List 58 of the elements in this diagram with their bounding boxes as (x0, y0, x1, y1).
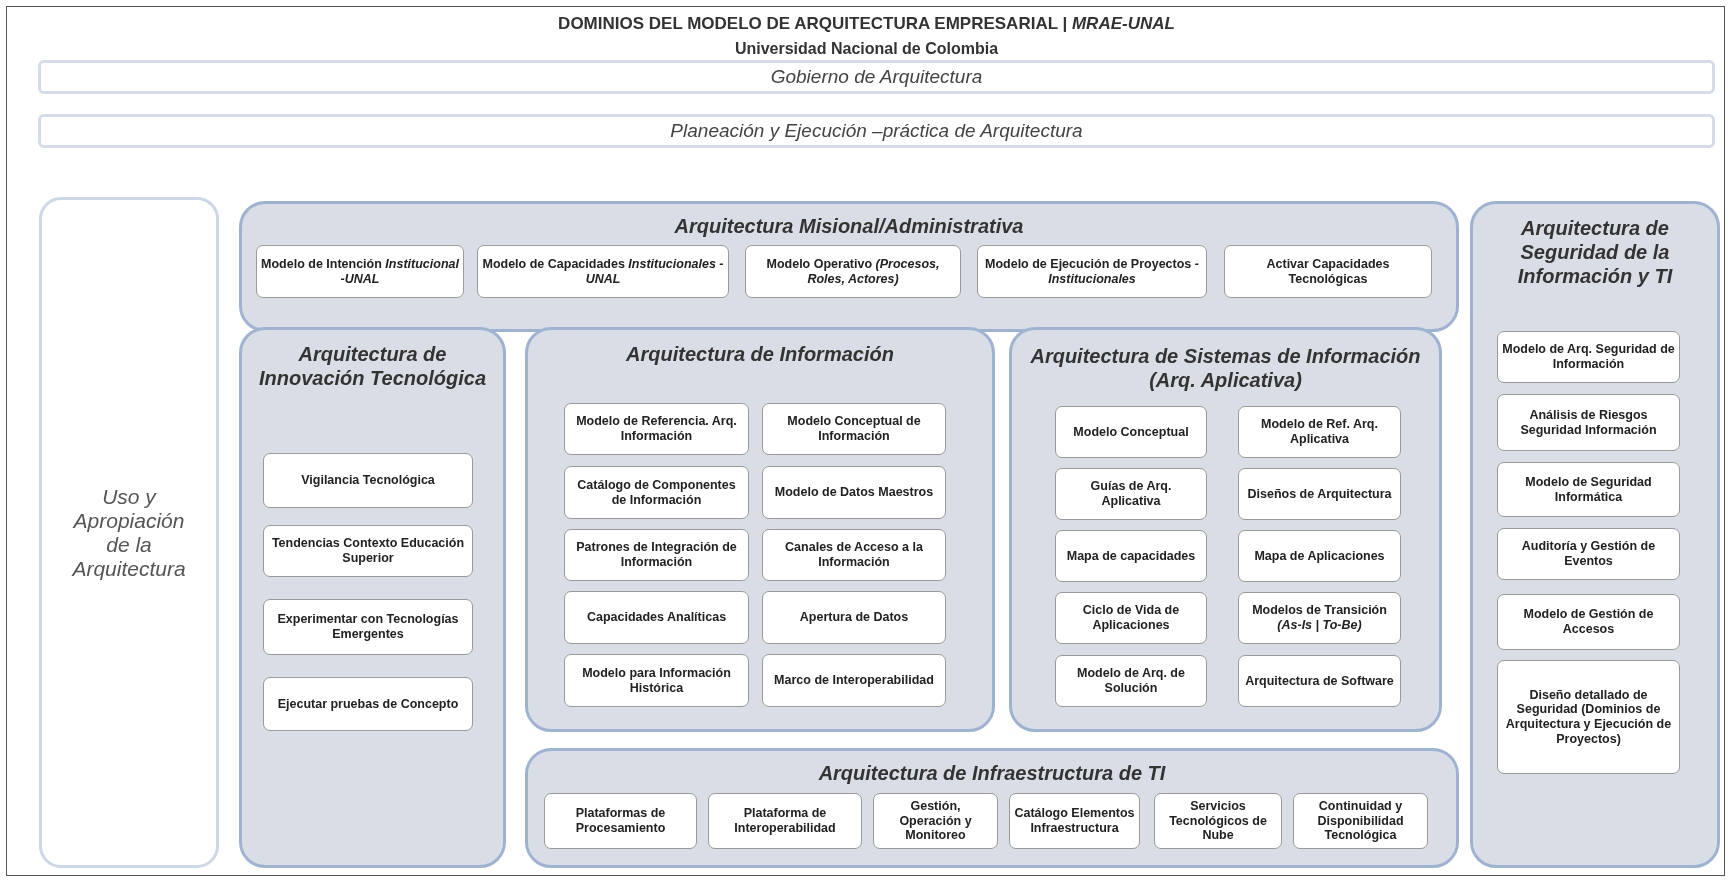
panel-title: Arquitectura de Seguridad de la Información y TI (1516, 216, 1674, 288)
domain-panel (525, 327, 995, 732)
component-card: Auditoría y Gestión de Eventos (1497, 528, 1680, 580)
component-card: Catálogo de Componentes de Información (564, 466, 749, 519)
component-card: Modelo de Seguridad Informática (1497, 462, 1680, 517)
domain-panel (239, 327, 506, 868)
domain-panel (1470, 201, 1720, 868)
domain-panel (239, 201, 1459, 332)
panel-title: Arquitectura de Información (625, 342, 895, 366)
panel-title: Arquitectura de Innovación Tecnológica (257, 342, 488, 390)
component-card: Patrones de Integración de Información (564, 529, 749, 581)
domain-band: Planeación y Ejecución –práctica de Arquitectura (38, 114, 1715, 148)
component-card: Servicios Tecnológicos de Nube (1154, 793, 1282, 849)
component-card: Mapa de capacidades (1055, 530, 1207, 582)
subtitle: Universidad Nacional de Colombia (733, 40, 1000, 58)
diagram-title: DOMINIOS DEL MODELO DE ARQUITECTURA EMPRESARIAL | MRAE-UNAL (557, 14, 1176, 34)
component-card: Marco de Interoperabilidad (762, 654, 946, 707)
component-card: Continuidad y Disponibilidad Tecnológica (1293, 793, 1428, 849)
domain-panel (525, 748, 1459, 868)
component-card: Modelo de Ejecución de Proyectos -Institucionales (977, 245, 1207, 298)
component-card: Diseño detallado de Seguridad (Dominios de Arquitectura y Ejecución de Proyectos) (1497, 660, 1680, 774)
component-card: Ejecutar pruebas de Concepto (263, 677, 473, 731)
component-card: Modelo de Datos Maestros (762, 466, 946, 519)
panel-title: Arquitectura Misional/Administrativa (673, 214, 1025, 238)
component-card: Experimentar con Tecnologías Emergentes (263, 599, 473, 655)
domain-panel (1009, 327, 1442, 732)
component-card: Modelo de Capacidades Institucionales -UNAL (477, 245, 729, 298)
component-card: Plataformas de Procesamiento (544, 793, 697, 849)
component-card: Arquitectura de Software (1238, 655, 1401, 707)
component-card: Modelos de Transición (As-Is | To-Be) (1238, 592, 1401, 644)
component-card: Modelo para Información Histórica (564, 654, 749, 707)
panel-title: Arquitectura de Infraestructura de TI (817, 761, 1167, 785)
component-card: Plataforma de Interoperabilidad (708, 793, 862, 849)
component-card: Modelo de Arq. Seguridad de Información (1497, 331, 1680, 383)
component-card: Gestión, Operación y Monitoreo (873, 793, 998, 849)
component-card: Activar Capacidades Tecnológicas (1224, 245, 1432, 298)
component-card: Tendencias Contexto Educación Superior (263, 525, 473, 577)
domain-panel: Uso y Apropiación de la Arquitectura (39, 197, 219, 868)
component-card: Catálogo Elementos Infraestructura (1009, 793, 1140, 849)
component-card: Apertura de Datos (762, 591, 946, 644)
component-card: Guías de Arq. Aplicativa (1055, 468, 1207, 520)
component-card: Análisis de Riesgos Seguridad Información (1497, 394, 1680, 451)
component-card: Modelo de Referencia. Arq. Información (564, 403, 749, 455)
component-card: Modelo Conceptual (1055, 406, 1207, 458)
component-card: Vigilancia Tecnológica (263, 453, 473, 508)
component-card: Modelo de Gestión de Accesos (1497, 594, 1680, 650)
panel-title: Arquitectura de Sistemas de Información (Arq. Aplicativa) (1029, 344, 1422, 392)
component-card: Modelo de Intención Institucional -UNAL (256, 245, 464, 298)
component-card: Modelo Operativo (Procesos, Roles, Actores) (745, 245, 961, 298)
component-card: Mapa de Aplicaciones (1238, 530, 1401, 582)
component-card: Modelo de Arq. de Solución (1055, 655, 1207, 707)
component-card: Canales de Acceso a la Información (762, 529, 946, 581)
component-card: Modelo de Ref. Arq. Aplicativa (1238, 406, 1401, 458)
component-card: Diseños de Arquitectura (1238, 468, 1401, 520)
component-card: Capacidades Analíticas (564, 591, 749, 644)
domain-band: Gobierno de Arquitectura (38, 60, 1715, 94)
component-card: Ciclo de Vida de Aplicaciones (1055, 592, 1207, 644)
component-card: Modelo Conceptual de Información (762, 403, 946, 455)
